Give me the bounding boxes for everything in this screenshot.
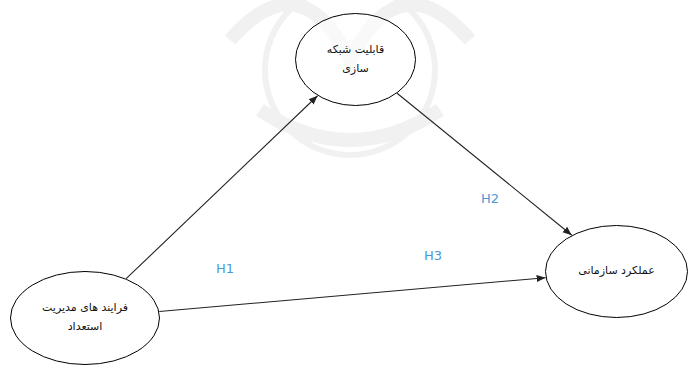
hypothesis-label: H1 — [214, 261, 236, 276]
ellipse-outline — [10, 271, 160, 365]
arrow-connector — [397, 93, 572, 235]
arrow-connector — [126, 96, 317, 279]
construct-label: عملکرد سازمانی — [578, 262, 654, 281]
construct-ellipse: قابلیت شبکه سازی — [295, 13, 416, 106]
construct-ellipse: عملکرد سازمانی — [545, 225, 688, 318]
construct-label: قابلیت شبکه سازی — [318, 41, 393, 78]
construct-label: فرایند های مدیریت استعداد — [39, 299, 132, 336]
arrow-connector — [159, 278, 545, 312]
construct-ellipse: فرایند های مدیریت استعداد — [10, 271, 160, 365]
hypothesis-label: H3 — [422, 248, 444, 263]
hypothesis-label: H2 — [479, 191, 501, 206]
ellipse-outline — [295, 13, 416, 106]
